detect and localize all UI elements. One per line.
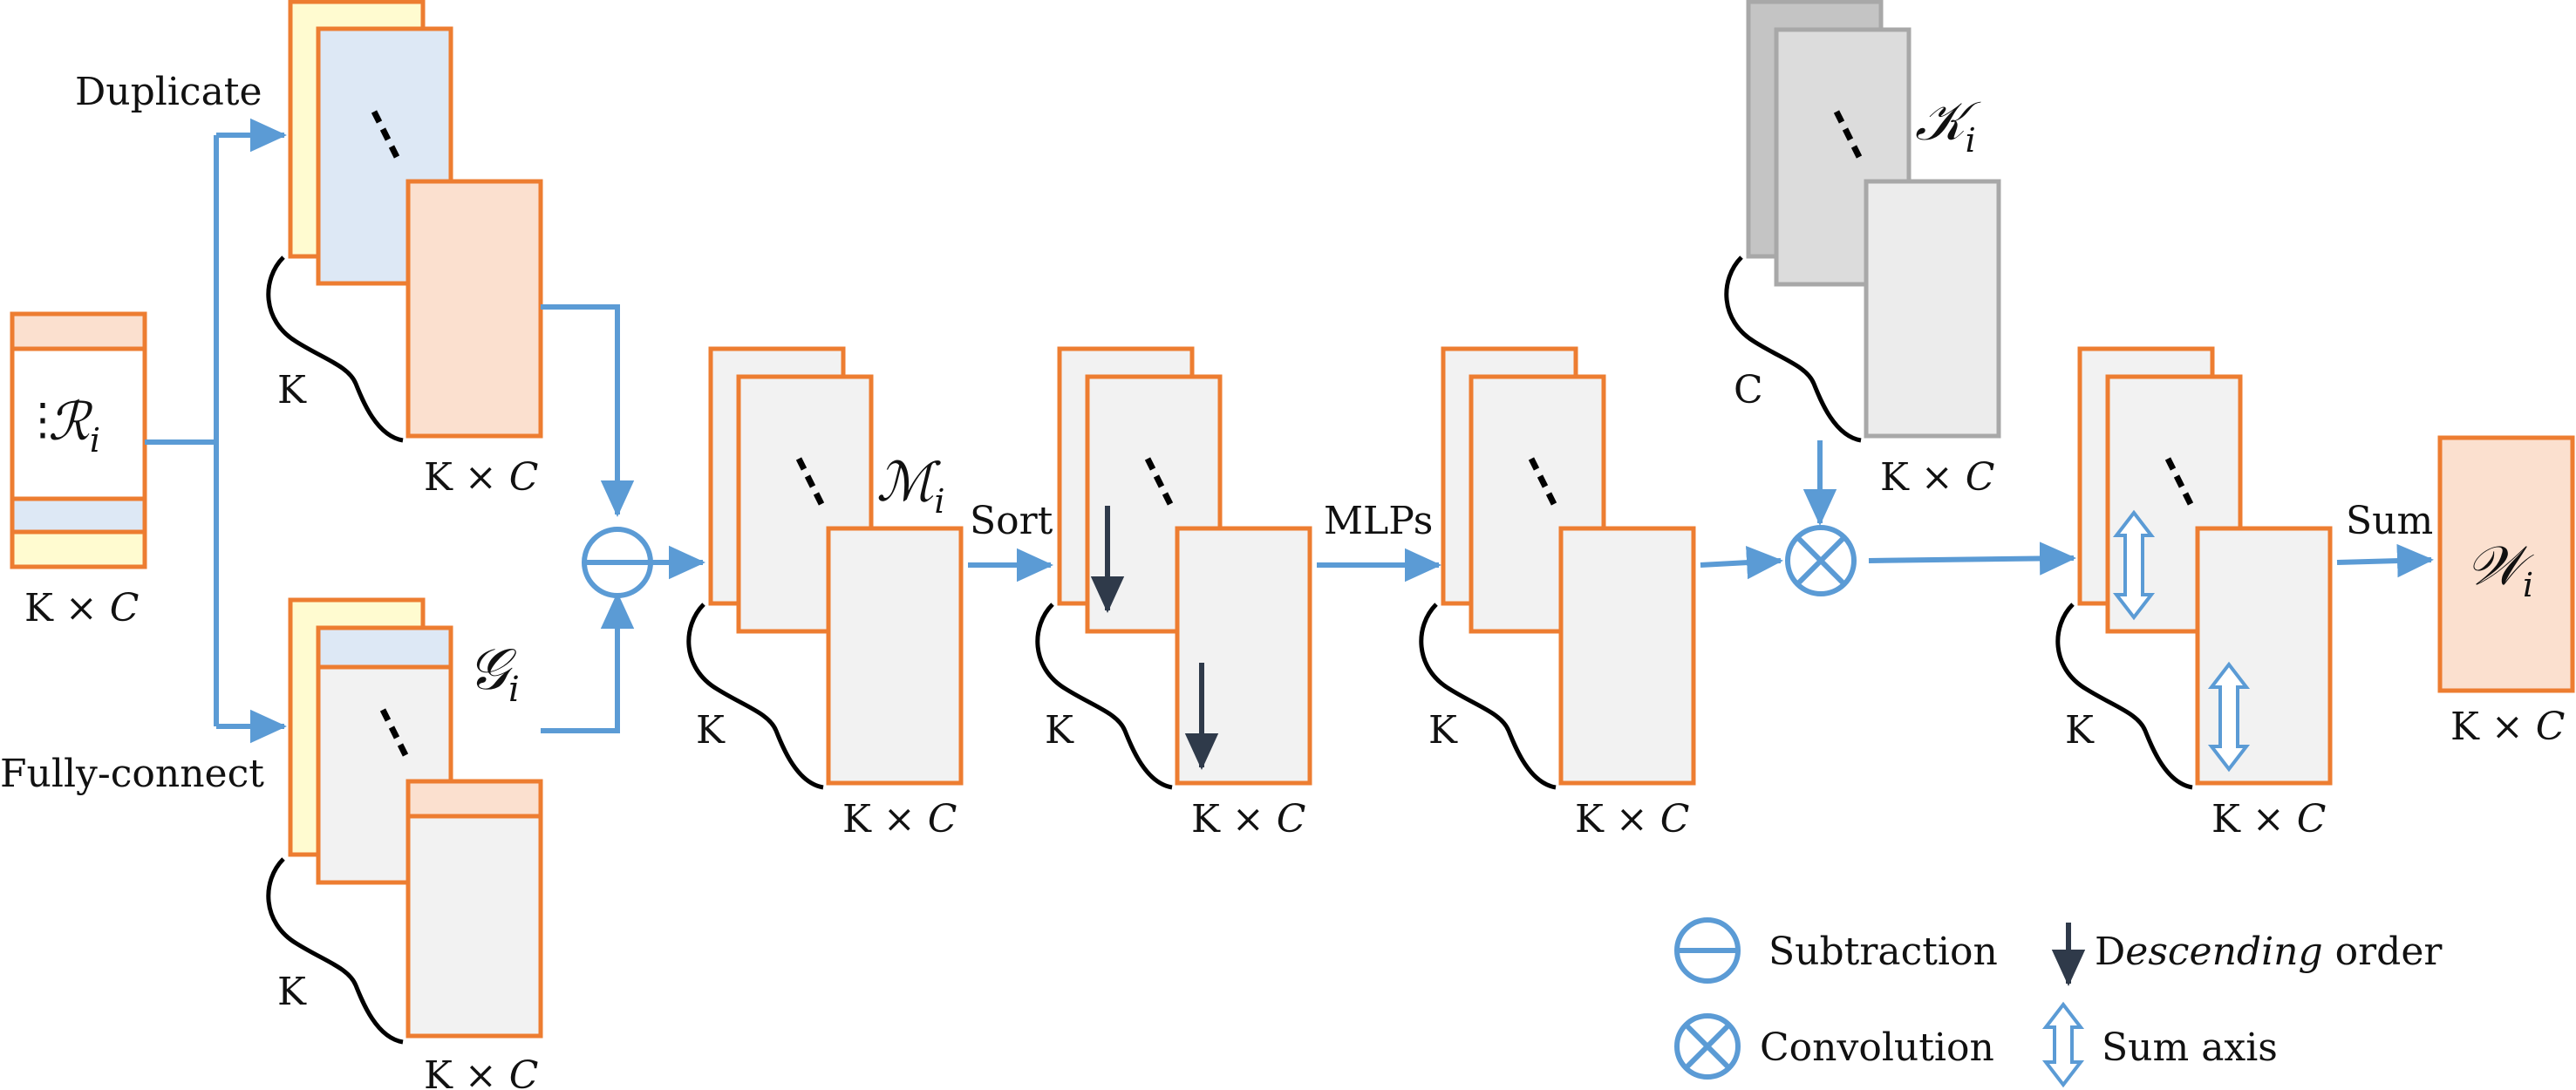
stack-ellipsis <box>1144 457 1174 506</box>
k-brace <box>2055 603 2193 790</box>
k-brace <box>266 857 404 1045</box>
r-dims: K × C <box>24 586 139 630</box>
dup-k: K <box>277 368 307 412</box>
stack-ellipsis <box>371 110 400 159</box>
c-brace <box>1724 255 1862 443</box>
label-mlps: MLPs <box>1324 499 1433 543</box>
mlp-stack: K K × C <box>1419 346 1696 841</box>
legend-descending: Descending order <box>2051 923 2443 986</box>
r-dims-c: C <box>110 586 140 630</box>
stack-ellipsis <box>1528 457 1557 506</box>
fc-k: K <box>277 970 307 1014</box>
branch-arrows <box>145 118 287 744</box>
w-dims: K × C <box>2450 705 2565 749</box>
conv-k: K <box>2065 708 2095 753</box>
stack-ellipsis <box>2164 457 2194 506</box>
symbol-r: ℛi <box>48 392 100 460</box>
m-k: K <box>696 708 726 753</box>
kernel-dims: K × C <box>1880 455 1994 500</box>
k-brace <box>686 603 824 790</box>
symbol-g: 𝒢i <box>467 636 520 710</box>
sorted-dims: K × C <box>1191 797 1305 841</box>
subtraction-operator <box>582 527 653 598</box>
sorted-k: K <box>1045 708 1074 753</box>
sum-axis-icon <box>2112 509 2156 621</box>
legend-sum-axis-label: Sum axis <box>2102 1025 2278 1070</box>
legend-convolution: Convolution <box>1674 1013 1994 1080</box>
duplicate-stack: K K × C <box>266 0 543 500</box>
k-brace <box>1035 603 1173 790</box>
arrow-sum <box>2336 543 2434 578</box>
mlp-dims: K × C <box>1575 797 1689 841</box>
to-subtraction-arrows <box>541 304 635 733</box>
convolution-operator <box>1785 525 1857 596</box>
r-dims-k: K × <box>24 586 98 630</box>
fc-dims: K × C <box>424 1053 538 1090</box>
label-duplicate: Duplicate <box>75 70 262 114</box>
convolution-icon <box>1674 1013 1741 1080</box>
symbol-r-sub: i <box>90 421 100 460</box>
label-fully-connect: Fully-connect <box>0 752 264 796</box>
m-dims: K × C <box>842 797 957 841</box>
sum-axis-icon <box>2041 1001 2085 1088</box>
legend-sum-axis: Sum axis <box>2041 1001 2278 1088</box>
symbol-r-main: ℛ <box>48 392 93 453</box>
legend-descending-label: Descending order <box>2095 930 2443 974</box>
dup-dims: K × C <box>424 455 538 500</box>
output-tensor-w: 𝒲i K × C <box>2437 435 2575 749</box>
stack-ellipsis <box>795 457 825 506</box>
input-tensor-r: ⋮ ℛi K × C <box>10 311 147 630</box>
k-brace <box>1419 603 1557 790</box>
convolved-stack: K K × C <box>2055 346 2333 841</box>
label-sort: Sort <box>970 499 1053 543</box>
convolution-arrows <box>1700 440 2076 580</box>
k-brace <box>266 255 404 443</box>
legend: Subtraction Convolution Descending order… <box>1674 917 2443 1088</box>
stack-ellipsis <box>379 708 409 757</box>
kernel-c: C <box>1734 368 1763 412</box>
symbol-k: 𝒦i <box>1915 89 1981 160</box>
sorted-stack: K K × C <box>1035 346 1312 841</box>
legend-subtraction: Subtraction <box>1674 917 1998 984</box>
stack-ellipsis <box>1833 110 1863 159</box>
legend-subtraction-label: Subtraction <box>1768 930 1998 974</box>
legend-convolution-label: Convolution <box>1760 1025 1994 1070</box>
subtraction-icon <box>1674 917 1741 984</box>
r-dots: ⋮ <box>21 394 65 445</box>
mlp-k: K <box>1428 708 1458 753</box>
stack-m: K K × C ℳi <box>686 346 964 841</box>
symbol-m: ℳi <box>876 450 944 521</box>
sum-axis-icon <box>2207 661 2251 773</box>
fully-connect-stack: K K × C 𝒢i <box>266 597 543 1090</box>
conv-dims: K × C <box>2211 797 2326 841</box>
kernel-stack: C K × C 𝒦i <box>1724 0 2001 500</box>
label-sum: Sum <box>2346 499 2433 543</box>
